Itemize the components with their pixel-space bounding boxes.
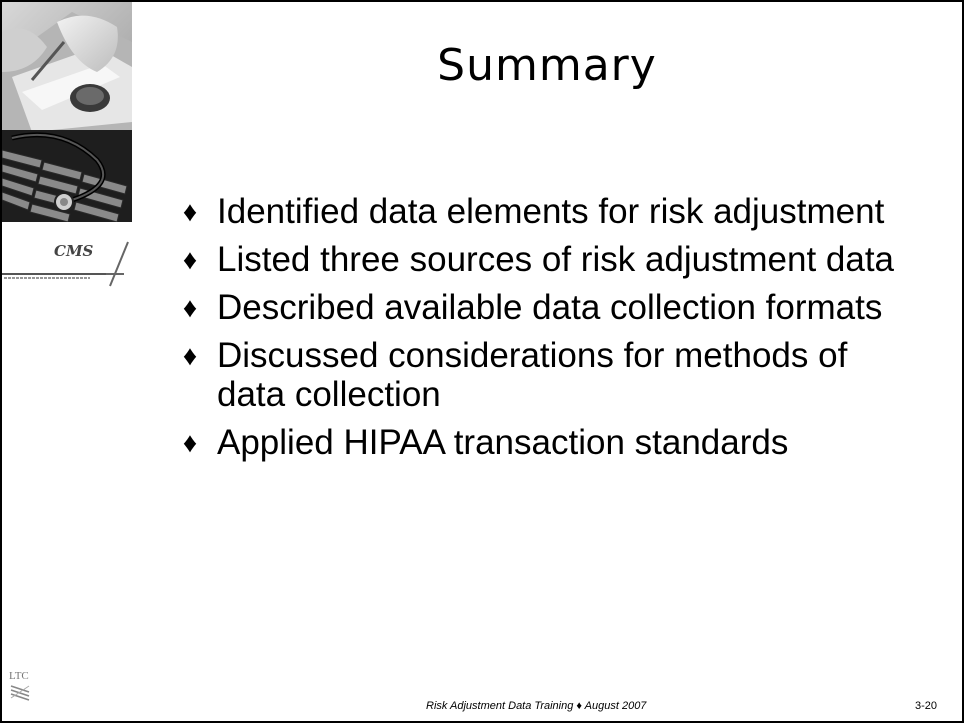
bullet-item: ♦ Discussed considerations for methods o… <box>170 336 910 414</box>
bullet-text: Listed three sources of risk adjustment … <box>217 240 895 279</box>
diamond-bullet-icon: ♦ <box>182 244 198 275</box>
ltc-logo-text: LTC <box>9 670 29 682</box>
diamond-bullet-icon: ♦ <box>182 427 198 458</box>
stethoscope-keyboard-photo <box>2 130 132 222</box>
diamond-bullet-icon: ♦ <box>182 340 198 371</box>
slide-border-bottom <box>0 721 964 723</box>
medical-records-photo <box>2 2 132 132</box>
ltc-wave-icon <box>10 685 30 701</box>
bullet-text: Described available data collection form… <box>217 288 883 327</box>
bullet-text: Applied HIPAA transaction standards <box>217 423 789 462</box>
bullet-item: ♦ Identified data elements for risk adju… <box>170 192 910 231</box>
diamond-bullet-icon: ♦ <box>182 292 198 323</box>
slide-border-top <box>0 0 964 2</box>
footer-text: Risk Adjustment Data Training ♦ August 2… <box>426 700 647 712</box>
slide-border-right <box>962 0 964 723</box>
slide-title: Summary <box>437 40 657 91</box>
cms-logo: CMS <box>2 240 132 288</box>
bullet-list: ♦ Identified data elements for risk adju… <box>170 192 910 471</box>
slide-border-left <box>0 0 2 723</box>
bullet-item: ♦ Applied HIPAA transaction standards <box>170 423 910 462</box>
bullet-text: Identified data elements for risk adjust… <box>217 192 885 231</box>
page-number: 3-20 <box>915 700 938 712</box>
cms-logo-text: CMS <box>54 242 94 260</box>
diamond-bullet-icon: ♦ <box>182 196 198 227</box>
ltc-logo: LTC <box>9 670 39 702</box>
bullet-item: ♦ Described available data collection fo… <box>170 288 910 327</box>
bullet-item: ♦ Listed three sources of risk adjustmen… <box>170 240 910 279</box>
bullet-text: Discussed considerations for methods of … <box>217 336 848 414</box>
